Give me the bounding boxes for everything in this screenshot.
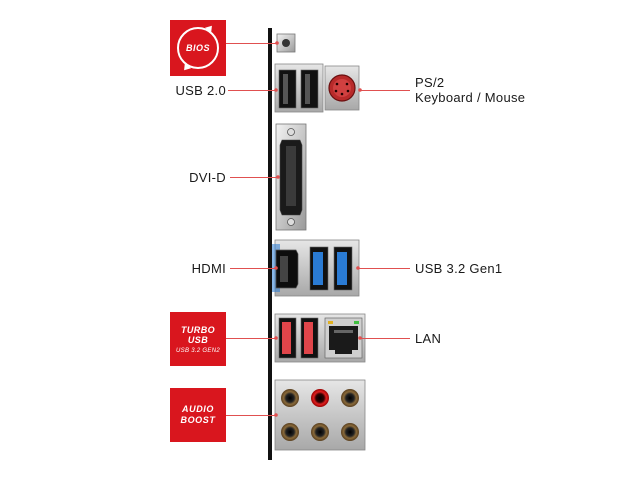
ps2-label-line1: PS/2 [415,75,445,90]
usb-2-ports [274,63,324,113]
audio-jacks-block [274,379,366,451]
usb-gen2-lan-block [274,313,366,363]
audio-lead-line [226,415,276,416]
io-shield-edge [268,28,272,460]
bios-refresh-icon: BIOS [177,27,219,69]
usb20-lead-line [228,90,276,91]
dvid-lead-line [230,177,278,178]
usb32-label: USB 3.2 Gen1 [415,261,503,276]
turbo-usb-badge-line1: TURBO USB [181,324,215,345]
turbo-usb-badge-line2: USB 3.2 GEN2 [176,347,220,354]
ps2-label: PS/2 Keyboard / Mouse [415,75,525,105]
lan-label: LAN [415,331,442,346]
bios-flashback-badge: BIOS [170,20,226,76]
ps2-label-line2: Keyboard / Mouse [415,90,526,105]
usb20-label: USB 2.0 [175,83,226,98]
audio-boost-badge: AUDIO BOOST [170,388,226,442]
turbo-usb-lead-line [226,338,276,339]
turbo-usb-badge: TURBO USB USB 3.2 GEN2 [170,312,226,366]
hdmi-usb3-block [272,239,360,297]
bios-lead-line [226,43,276,44]
usb32-lead-line [358,268,410,269]
hdmi-lead-line [230,268,276,269]
dvid-label: DVI-D [189,170,226,185]
audio-boost-badge-line2: BOOST [180,415,216,425]
ps2-lead-line [360,90,410,91]
dvi-d-port [275,123,307,231]
bios-flashback-button [276,33,296,53]
audio-boost-badge-line1: AUDIO [182,404,214,414]
lan-lead-line [360,338,410,339]
bios-badge-text: BIOS [185,43,210,53]
hdmi-label: HDMI [191,261,226,276]
ps2-port [324,65,360,111]
